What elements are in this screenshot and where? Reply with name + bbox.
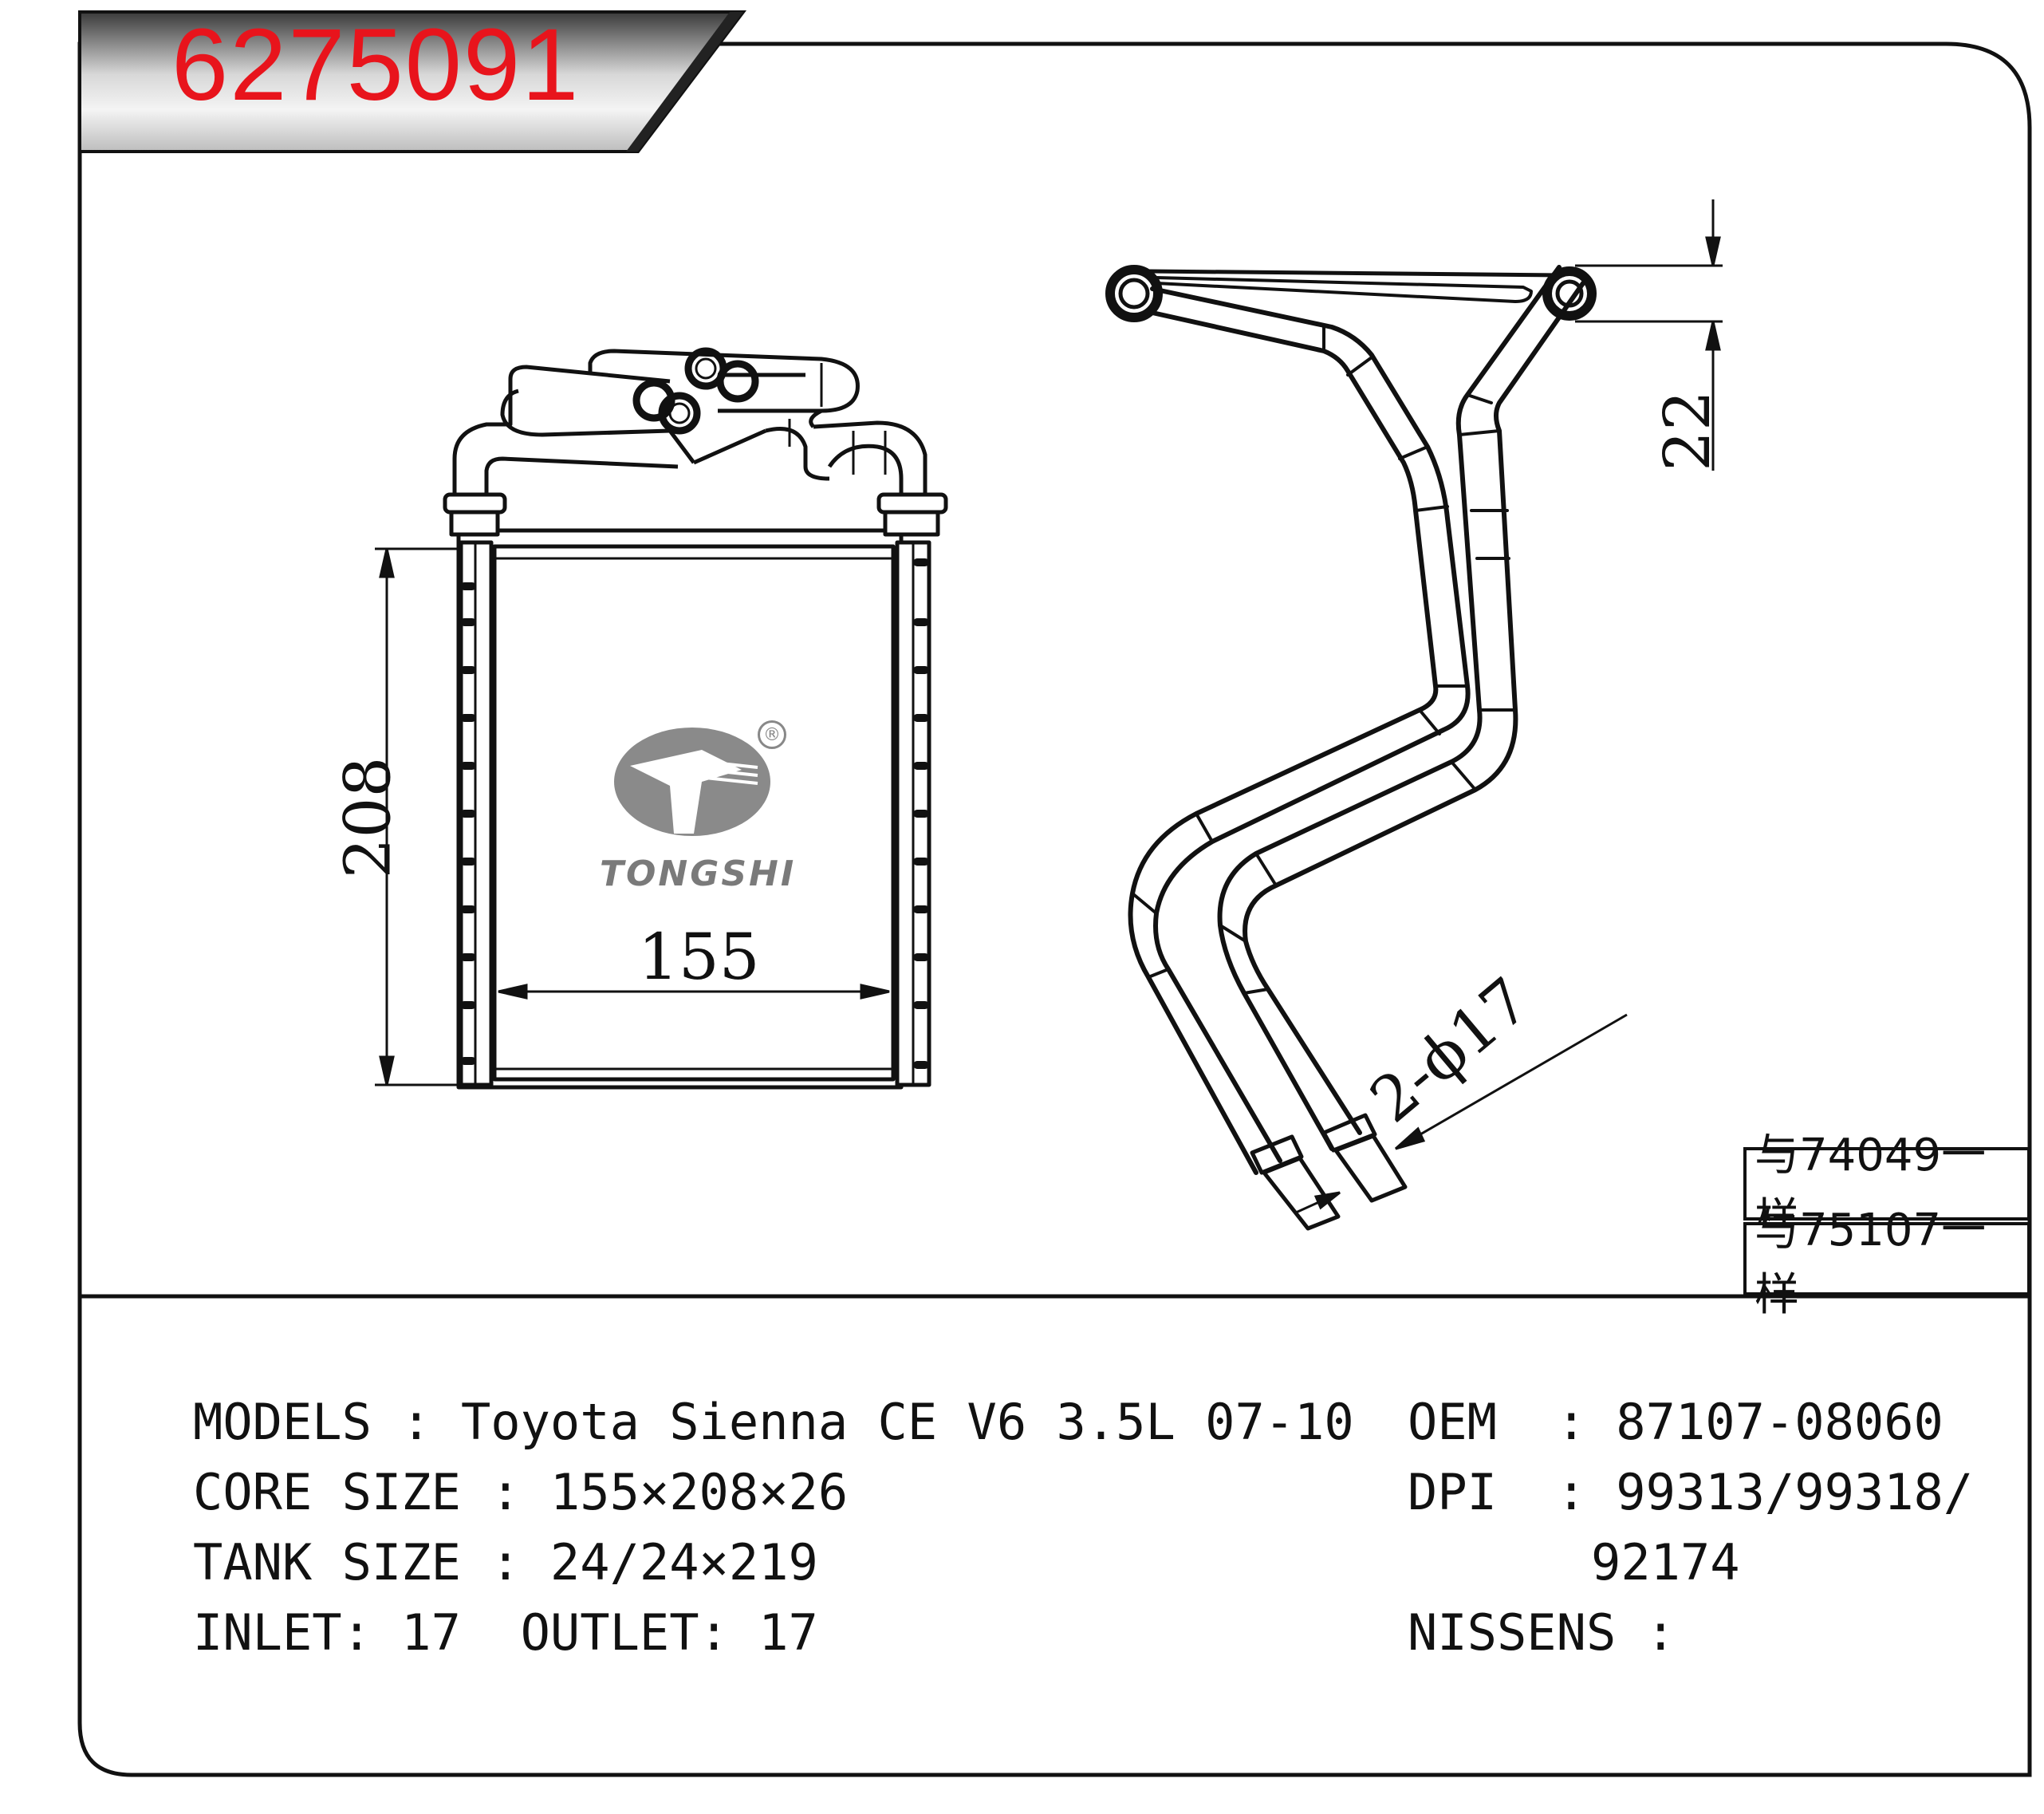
pipe-assembly-side-view bbox=[1105, 265, 1597, 1231]
spec-models: MODELS : Toyota Sienna CE V6 3.5L 07-10 bbox=[193, 1393, 1354, 1451]
diameter-leader bbox=[1295, 1013, 1628, 1214]
offset-dimension-label: 22 bbox=[1649, 390, 1724, 471]
spec-nissens: NISSENS : bbox=[1408, 1603, 1676, 1662]
width-dimension bbox=[498, 984, 890, 1000]
width-dimension-label: 155 bbox=[638, 920, 760, 994]
spec-inlet-outlet: INLET: 17 OUTLET: 17 bbox=[193, 1603, 818, 1662]
registered-mark-icon: ® bbox=[758, 720, 786, 749]
tongshi-logo bbox=[614, 728, 770, 836]
part-number: 6275091 bbox=[171, 8, 581, 122]
brand-logo-text: TONGSHI bbox=[600, 854, 797, 894]
spec-oem: OEM : 87107-08060 bbox=[1408, 1393, 1944, 1451]
tank-notches bbox=[460, 558, 929, 1069]
spec-core-size: CORE SIZE : 155×208×26 bbox=[193, 1463, 849, 1521]
part-number-banner bbox=[78, 10, 747, 153]
outer-frame bbox=[77, 41, 2032, 1777]
offset-dimension bbox=[1575, 199, 1723, 471]
cross-reference-1: 与74049一样 bbox=[1743, 1130, 2030, 1246]
height-dimension-label: 208 bbox=[330, 756, 405, 879]
height-dimension bbox=[375, 547, 463, 1086]
cross-reference-2: 与75107一样 bbox=[1743, 1205, 2030, 1321]
heater-core-front-view bbox=[443, 347, 948, 1090]
spec-dpi: DPI : 99313/99318/ bbox=[1408, 1463, 1974, 1521]
spec-tank-size: TANK SIZE : 24/24×219 bbox=[193, 1533, 818, 1591]
spec-dpi-continued: 92174 bbox=[1591, 1533, 1740, 1591]
